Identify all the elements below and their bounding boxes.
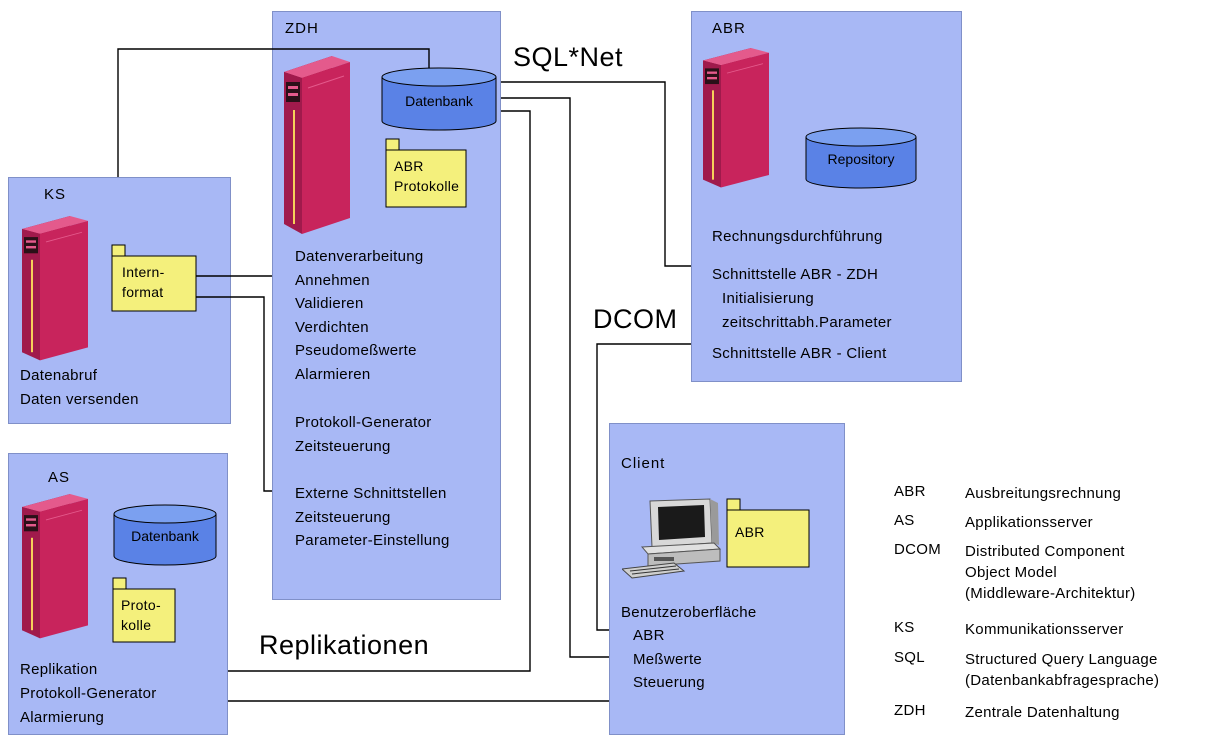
sqlnet-line — [501, 81, 691, 267]
legend-def: Zentrale Datenhaltung — [965, 704, 1120, 721]
zdh-client-line — [501, 97, 609, 658]
as-item: Alarmierung — [20, 709, 105, 726]
as-database-icon: Datenbank — [113, 504, 217, 566]
zdh-item: Verdichten — [295, 318, 369, 336]
ks-external-line — [196, 296, 272, 492]
abr-line-1: Rechnungsdurchführung — [712, 228, 883, 245]
zdh-folder-line: ABR — [394, 158, 424, 174]
dcom-line — [596, 343, 691, 631]
zdh-db-label: Datenbank — [405, 93, 473, 109]
abr-server-icon — [703, 48, 770, 189]
abr-line-4: zeitschrittabh.Parameter — [722, 314, 892, 331]
legend-abbr: SQL — [894, 649, 925, 666]
zdh-item: Pseudomeßwerte — [295, 342, 417, 359]
legend-abbr: ABR — [894, 483, 926, 500]
zdh-item: Alarmieren — [295, 365, 371, 383]
as-folder-icon: Proto- kolle — [112, 577, 176, 643]
zdh-database-icon: Datenbank — [381, 67, 497, 131]
zdh-item: Zeitsteuerung — [295, 437, 391, 455]
client-lines: ABR Meßwerte Steuerung — [633, 624, 705, 695]
client-folder-label: ABR — [735, 524, 765, 540]
client-item: Meßwerte — [633, 650, 703, 668]
legend-abbr: AS — [894, 512, 915, 529]
zdh-item: Parameter-Einstellung — [295, 532, 450, 549]
ks-item: Datenabruf — [20, 367, 98, 384]
zdh-group-3: Externe Schnittstellen Zeitsteuerung Par… — [295, 482, 450, 553]
legend-abbr: KS — [894, 619, 915, 636]
legend-def: Ausbreitungsrechnung — [965, 485, 1122, 502]
zdh-item: Protokoll-Generator — [295, 414, 432, 431]
legend-def: (Middleware-Architektur) — [965, 585, 1136, 602]
as-folder-line: Proto- — [121, 597, 161, 613]
replication-line — [228, 110, 531, 672]
zdh-item: Zeitsteuerung — [295, 508, 391, 526]
zdh-folder-icon: ABR Protokolle — [385, 138, 467, 208]
zdh-item: Datenverarbeitung — [295, 248, 424, 265]
legend-def: (Datenbankabfragesprache) — [965, 672, 1160, 689]
abr-line-2: Schnittstelle ABR - ZDH — [712, 266, 879, 283]
legend-abbr: DCOM — [894, 541, 942, 558]
client-box — [609, 423, 845, 735]
client-title: Client — [621, 455, 666, 472]
as-folder-line: kolle — [121, 617, 152, 633]
legend-abbr: ZDH — [894, 702, 926, 719]
ks-folder-icon: Intern- format — [111, 244, 197, 312]
ks-title: KS — [44, 186, 67, 203]
client-computer-icon — [622, 498, 722, 579]
ks-server-icon — [22, 216, 89, 362]
zdh-group-1: Datenverarbeitung Annehmen Validieren Ve… — [295, 245, 424, 386]
replikationen-label: Replikationen — [259, 630, 430, 660]
as-title: AS — [48, 469, 71, 486]
zdh-item: Externe Schnittstellen — [295, 485, 447, 502]
zdh-item: Annehmen — [295, 271, 370, 289]
legend-def: Applikationsserver — [965, 514, 1093, 531]
client-line-0: Benutzeroberfläche — [621, 604, 757, 621]
legend-def: Structured Query Language — [965, 651, 1158, 668]
as-item: Protokoll-Generator — [20, 685, 157, 702]
ks-lines: Datenabruf Daten versenden — [20, 364, 139, 412]
zdh-item: Validieren — [295, 295, 364, 312]
client-item: Steuerung — [633, 674, 705, 691]
zdh-group-2: Protokoll-Generator Zeitsteuerung — [295, 411, 432, 458]
as-db-label: Datenbank — [131, 528, 199, 544]
zdh-title: ZDH — [285, 20, 319, 37]
legend-def: Distributed Component — [965, 543, 1125, 560]
zdh-folder-line: Protokolle — [394, 178, 460, 194]
abr-title: ABR — [712, 20, 746, 37]
zdh-server-icon — [284, 56, 351, 235]
abr-line-5: Schnittstelle ABR - Client — [712, 345, 887, 362]
dcom-label: DCOM — [593, 304, 678, 334]
as-lines: Replikation Protokoll-Generator Alarmier… — [20, 658, 157, 730]
ks-folder-line: Intern- — [122, 264, 165, 280]
legend-def: Object Model — [965, 564, 1057, 581]
as-server-icon — [22, 494, 89, 640]
abr-line-3: Initialisierung — [722, 290, 815, 307]
sqlnet-label: SQL*Net — [513, 42, 624, 72]
ks-zdh-db-line — [117, 48, 430, 177]
abr-database-icon: Repository — [805, 127, 917, 189]
ks-item: Daten versenden — [20, 391, 139, 408]
abr-db-label: Repository — [827, 151, 895, 167]
ks-folder-line: format — [122, 284, 164, 300]
as-item: Replikation — [20, 661, 98, 678]
client-item: ABR — [633, 627, 665, 644]
client-folder-icon: ABR — [726, 498, 810, 568]
legend-def: Kommunikationsserver — [965, 621, 1124, 638]
